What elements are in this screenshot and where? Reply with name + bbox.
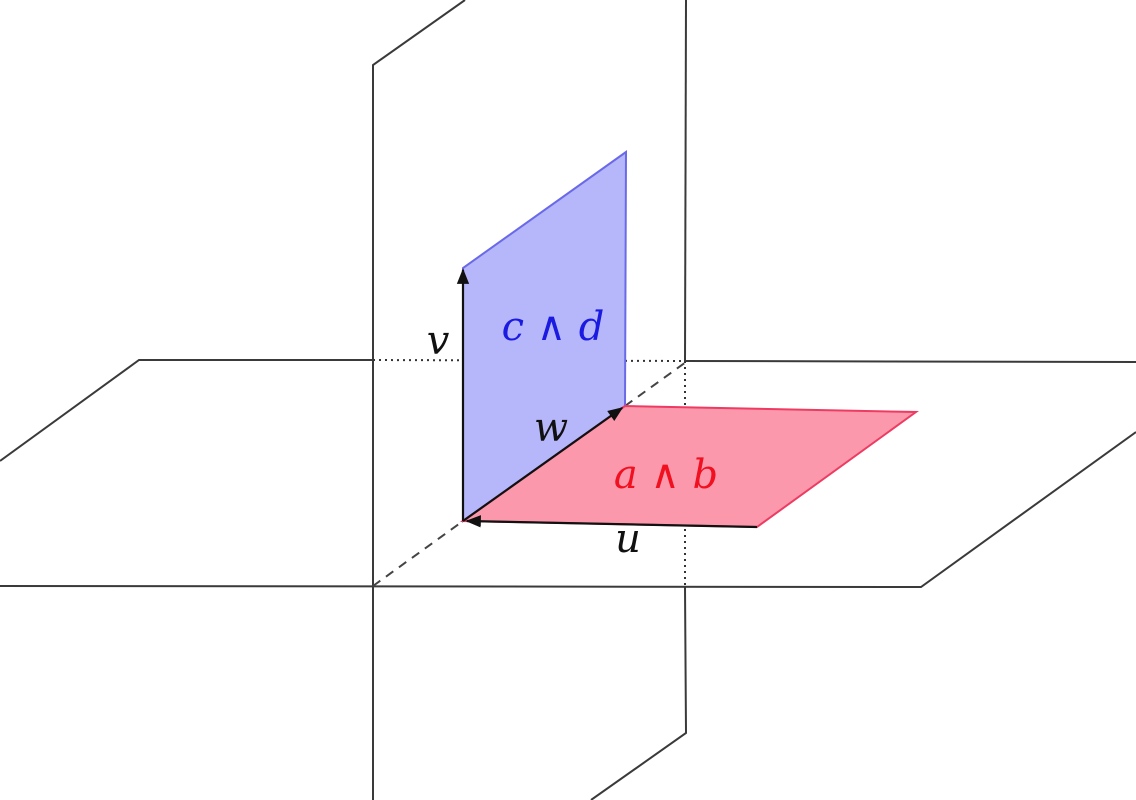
intersection-dashed-back	[624, 361, 687, 407]
label-c-wedge-d: c ∧ d	[502, 304, 605, 350]
intersection-dashed-front	[372, 520, 464, 587]
vertical-plane-right-lower	[590, 586, 688, 800]
label-a-wedge-b: a ∧ b	[614, 452, 718, 498]
horizontal-plane-front-edge	[0, 431, 1136, 589]
label-v: v	[427, 318, 450, 364]
vector-u-arrow	[465, 515, 758, 529]
label-w: w	[534, 405, 568, 451]
horizontal-plane-back-right	[684, 360, 1136, 363]
label-u: u	[615, 516, 641, 562]
vertical-plane-top-edge	[372, 0, 466, 586]
vertical-plane-right-upper	[684, 0, 687, 362]
horizontal-plane-back-left	[0, 359, 373, 462]
vector-w-arrow	[462, 407, 624, 522]
